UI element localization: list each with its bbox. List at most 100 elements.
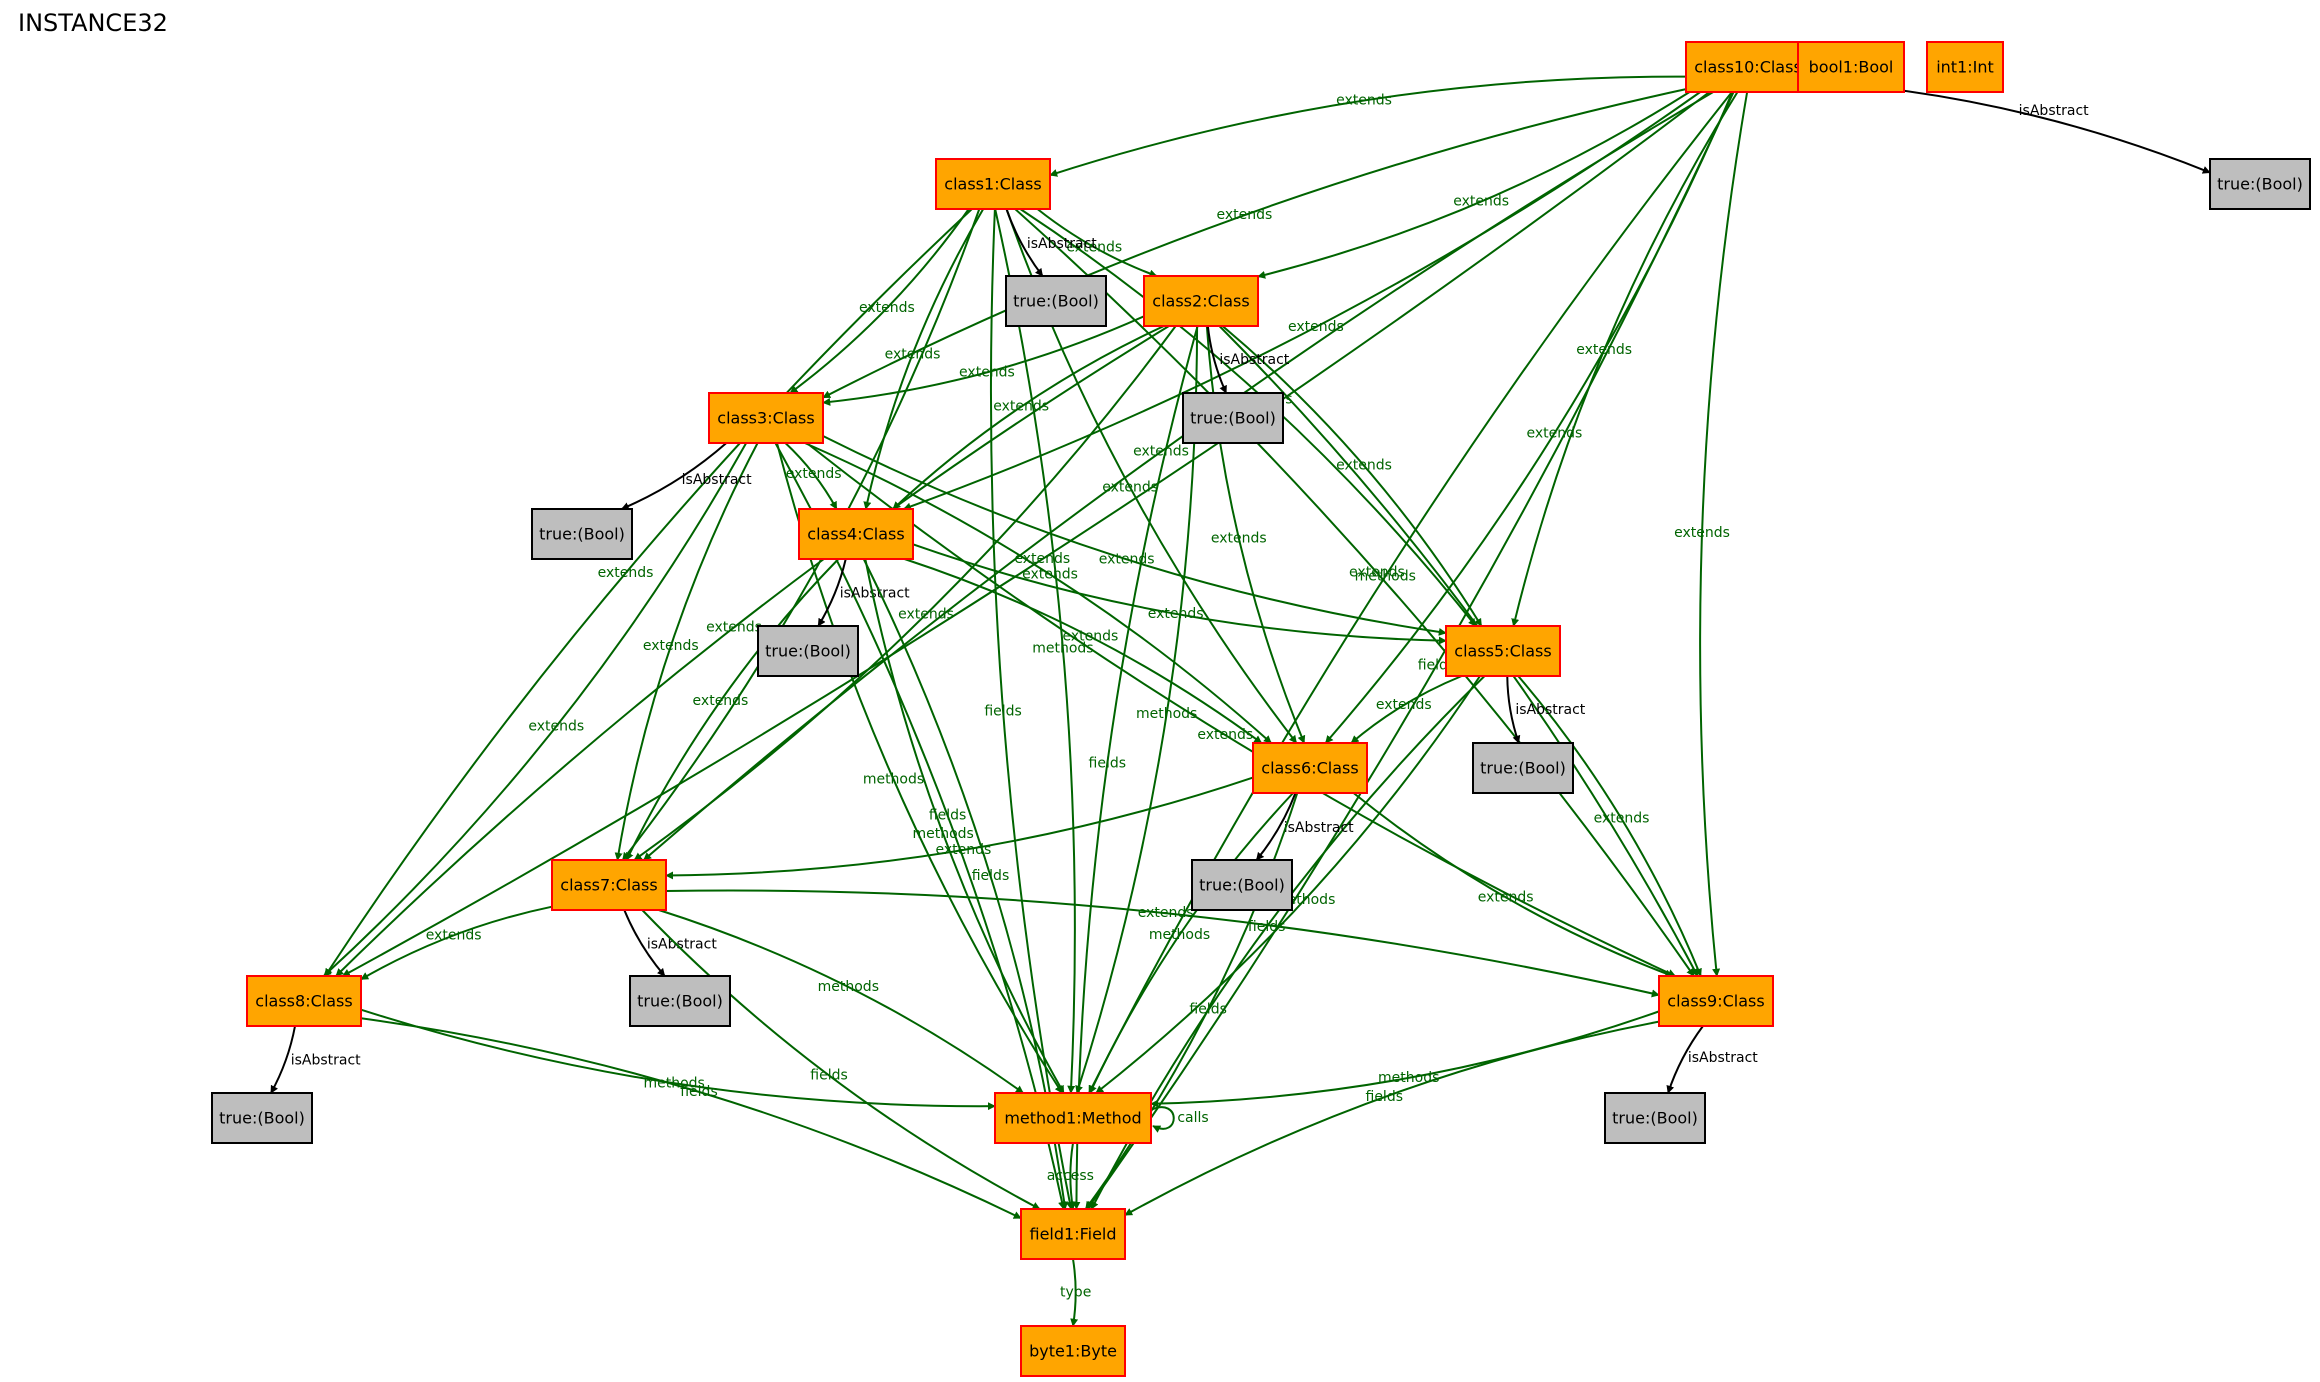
edge-class4-t4: isAbstract [817,558,910,627]
edge-line [614,442,759,861]
node-label: true:(Bool) [1480,759,1566,778]
edge-line [360,1017,1022,1220]
edge-label: access [1047,1168,1094,1184]
edge-label: extends [1453,194,1509,210]
edge-label: fields [1248,919,1286,935]
node-class1: class1:Class [935,158,1051,210]
node-label: field1:Field [1029,1225,1116,1244]
node-label: class6:Class [1261,759,1358,778]
edge-class3-class6: extends [804,442,1272,744]
edge-class5-t5: isAbstract [1506,675,1586,744]
edge-label: methods [1378,1070,1439,1086]
edge-class2-t2: isAbstract [1206,325,1290,394]
edge-class3-t3: isAbstract [620,442,752,510]
edge-class10-t10: isAbstract [1809,80,2211,174]
edge-line [633,325,1177,861]
node-class2: class2:Class [1143,275,1259,327]
edge-class1-class8: extends [324,208,973,977]
edge-line [1206,325,1228,394]
edge-field1-byte1: type [1060,1258,1091,1327]
edge-line [1506,675,1521,744]
edge-class10-field1: fields [1086,91,1735,1210]
edge-line [892,325,1165,510]
edge-class4-class7: extends [625,558,840,861]
edge-class2-class5: extends [1221,325,1483,627]
edge-label: methods [1355,568,1416,584]
edge-line [625,558,840,861]
node-box [246,975,362,1027]
edge-label: isAbstract [291,1052,361,1068]
edge-line [989,208,1074,1210]
node-label: true:(Bool) [1190,409,1276,428]
edge-label: extends [1594,811,1650,827]
edge-line [665,776,1254,880]
edge-class4-method1: methods [864,558,1065,1094]
edge-line [822,435,1447,636]
node-label: true:(Bool) [539,525,625,544]
edge-class2-method1: methods [1075,325,1199,1094]
edge-line [994,208,1076,1094]
node-label: class10:Class [1694,58,1802,77]
edge-line [1067,1142,1076,1210]
edge-line [1257,91,1691,279]
node-box [1252,742,1368,794]
edge-line [1255,792,1297,861]
edge-class2-field1: fields [1072,325,1199,1210]
node-label: bool1:Bool [1809,58,1894,77]
node-label: class5:Class [1454,642,1551,661]
edge-label: extends [859,300,915,316]
node-box [629,975,731,1027]
edge-line [1084,792,1299,1210]
edge-label: extends [786,466,842,482]
edge-label: extends [598,565,654,581]
edge-label: extends [1102,480,1158,496]
node-label: class4:Class [807,525,904,544]
edge-line [623,909,666,977]
node-label: class7:Class [560,876,657,895]
edge-line [360,905,553,981]
edge-label: isAbstract [1284,820,1354,836]
edge-line [1005,208,1044,277]
edge-label: extends [1211,530,1267,546]
edge-class7-class9: extends [665,889,1660,998]
edge-label: isAbstract [1219,352,1289,368]
edge-class10-class7: extends [643,91,1714,861]
node-class10: class10:Class [1685,41,1811,93]
edge-label: isAbstract [682,472,752,488]
edge-label: extends [1336,92,1392,108]
edge-class7-class8: extends [360,905,553,981]
edge-line [1036,208,1158,278]
edges-layer: extendsextendsextendsextendsextendsexten… [270,75,2211,1327]
node-box [1445,625,1561,677]
edge-label: methods [1032,640,1093,656]
node-t3: true:(Bool) [531,508,633,560]
node-t4: true:(Bool) [757,625,859,677]
edge-line [1205,325,1306,744]
node-t7: true:(Bool) [629,975,731,1027]
edge-line [1517,675,1702,977]
edge-label: isAbstract [1515,702,1585,718]
edge-label: extends [1062,629,1118,645]
node-box [211,1092,313,1144]
edge-line [1089,792,1294,1094]
edge-label: extends [1138,905,1194,921]
edge-label: extends [898,606,954,622]
edge-label: extends [1376,697,1432,713]
node-box [708,392,824,444]
node-class8: class8:Class [246,975,362,1027]
edge-label: extends [1336,458,1392,474]
edge-label: fields [1089,755,1127,771]
edge-class3-class4: extends [784,442,842,510]
node-t5: true:(Bool) [1472,742,1574,794]
edge-class7-method1: methods [658,909,1024,1094]
edge-line [822,88,1687,399]
edge-label: isAbstract [2019,103,2089,119]
node-t8: true:(Bool) [211,1092,313,1144]
edge-line [912,543,1447,645]
node-box [935,158,1051,210]
node-label: true:(Bool) [637,992,723,1011]
node-t2: true:(Bool) [1182,392,1284,444]
edge-class1-class9: extends [1014,208,1695,977]
edge-line [360,1008,996,1111]
edge-label: fields [1189,1001,1227,1017]
